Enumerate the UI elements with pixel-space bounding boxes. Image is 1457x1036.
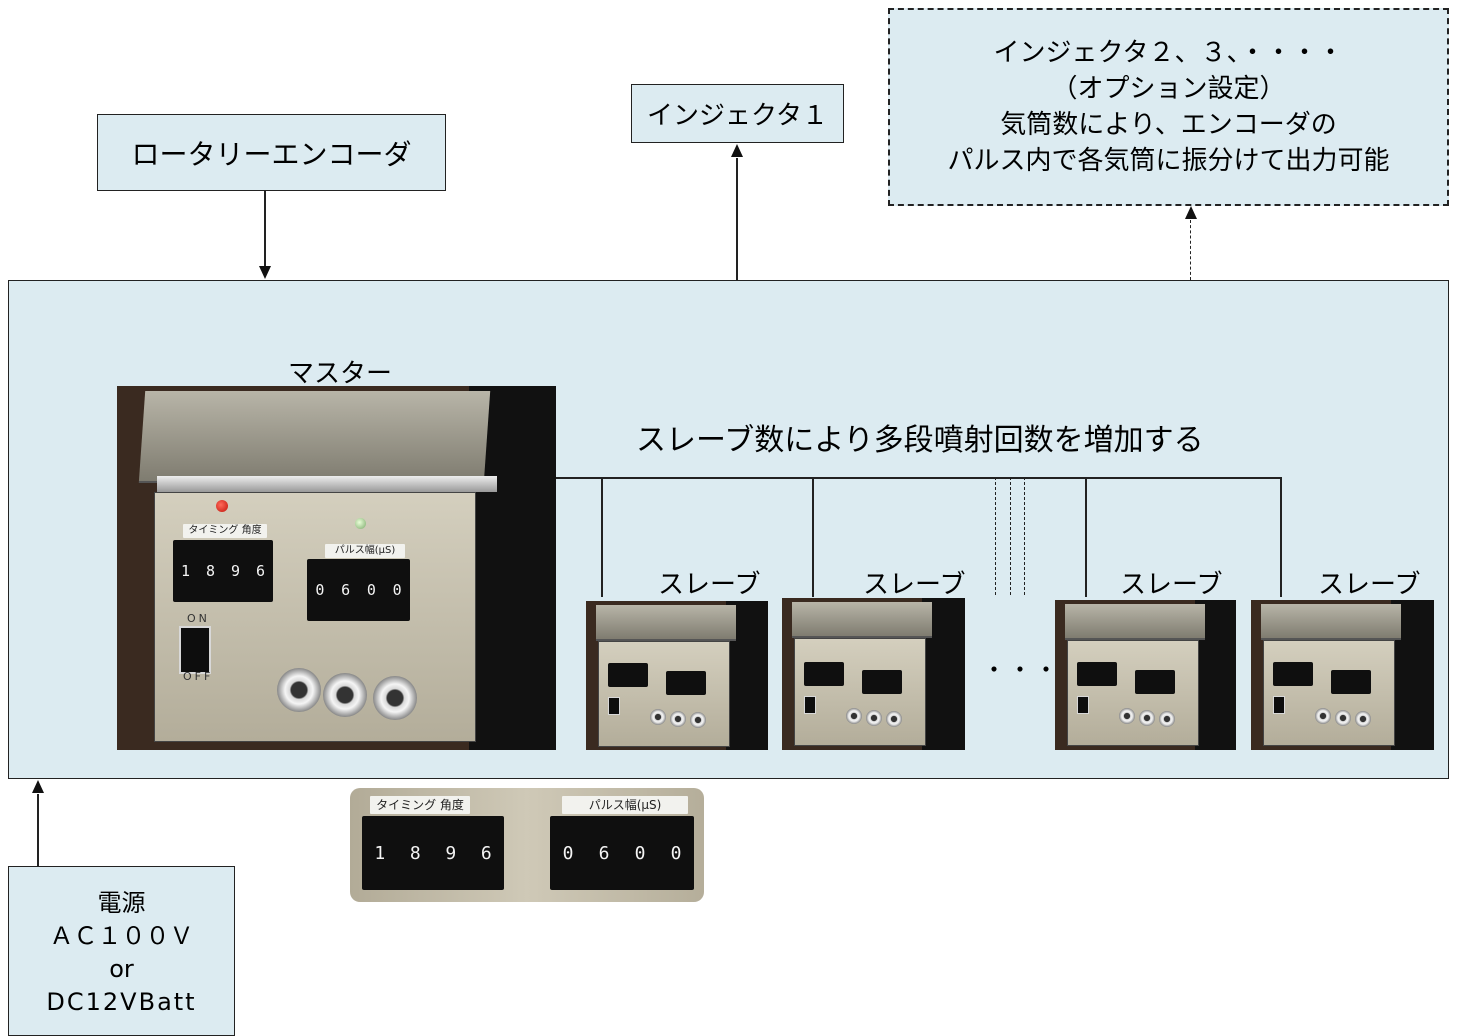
closeup-timing-label: タイミング 角度 [370, 796, 470, 814]
slave-label-1: スレーブ [658, 570, 761, 600]
rotary-encoder-box: ロータリーエンコーダ [97, 114, 446, 191]
bnc-connector-icon [277, 668, 321, 712]
switch-off-text: OFF [183, 670, 214, 683]
red-led-icon [216, 500, 228, 512]
injector-options-box: インジェクタ２、３、・・・・ （オプション設定） 気筒数により、エンコーダの パ… [888, 8, 1449, 206]
slave1-connector [601, 477, 603, 597]
slave-label-2: スレーブ [863, 570, 966, 600]
power-connector [37, 794, 39, 866]
master-label: マスター [288, 359, 393, 389]
power-switch-icon [179, 626, 211, 674]
closeup-pulse-label: パルス幅(μS) [562, 796, 688, 814]
slave-label-3: スレーブ [1120, 570, 1223, 600]
slave3-connector [1085, 477, 1087, 597]
green-led-icon [355, 518, 366, 529]
power-line3: or [109, 955, 134, 983]
injector1-box: インジェクタ１ [631, 84, 844, 143]
power-line4: DC12VBatt [46, 988, 197, 1016]
injector-options-line2: （オプション設定） [1051, 74, 1286, 104]
encoder-arrow-icon [259, 266, 271, 279]
injector-options-arrow-icon [1185, 206, 1197, 219]
bus-dashed-1 [995, 477, 996, 595]
bus-dashed-3 [1024, 477, 1025, 595]
slave4-connector [1280, 477, 1282, 597]
injector1-label: インジェクタ１ [647, 101, 828, 131]
slave-bus [556, 477, 1282, 479]
bus-dashed-2 [1010, 477, 1011, 595]
slave-device-photo-1 [586, 601, 768, 750]
slave-ellipsis: ・・・ [982, 656, 1060, 684]
slave2-connector [812, 477, 814, 597]
injector-options-connector [1190, 220, 1191, 280]
injector1-connector [736, 158, 738, 280]
slave-label-4: スレーブ [1318, 570, 1421, 600]
slave-note: スレーブ数により多段噴射回数を増加する [636, 423, 1204, 458]
power-line2: ＡＣ１００Ｖ [49, 922, 194, 950]
bnc-connector-icon [373, 676, 417, 720]
bnc-connector-icon [323, 673, 367, 717]
slave-device-photo-4 [1251, 600, 1434, 750]
power-box: 電源 ＡＣ１００Ｖ or DC12VBatt [8, 866, 235, 1036]
timing-angle-label: タイミング 角度 [183, 524, 267, 538]
slave-device-photo-2 [782, 598, 965, 750]
encoder-connector [264, 191, 266, 266]
power-arrow-icon [32, 780, 44, 793]
injector-options-line3: 気筒数により、エンコーダの [1000, 110, 1337, 140]
pulse-width-label: パルス幅(μS) [325, 544, 405, 558]
injector1-arrow-icon [731, 144, 743, 157]
power-line1: 電源 [97, 889, 146, 917]
rotary-encoder-label: ロータリーエンコーダ [131, 137, 412, 171]
injector-options-line4: パルス内で各気筒に振分けて出力可能 [947, 146, 1390, 176]
slave-device-photo-3 [1055, 600, 1236, 750]
switch-on-text: ON [187, 612, 210, 625]
injector-options-line1: インジェクタ２、３、・・・・ [993, 38, 1344, 68]
